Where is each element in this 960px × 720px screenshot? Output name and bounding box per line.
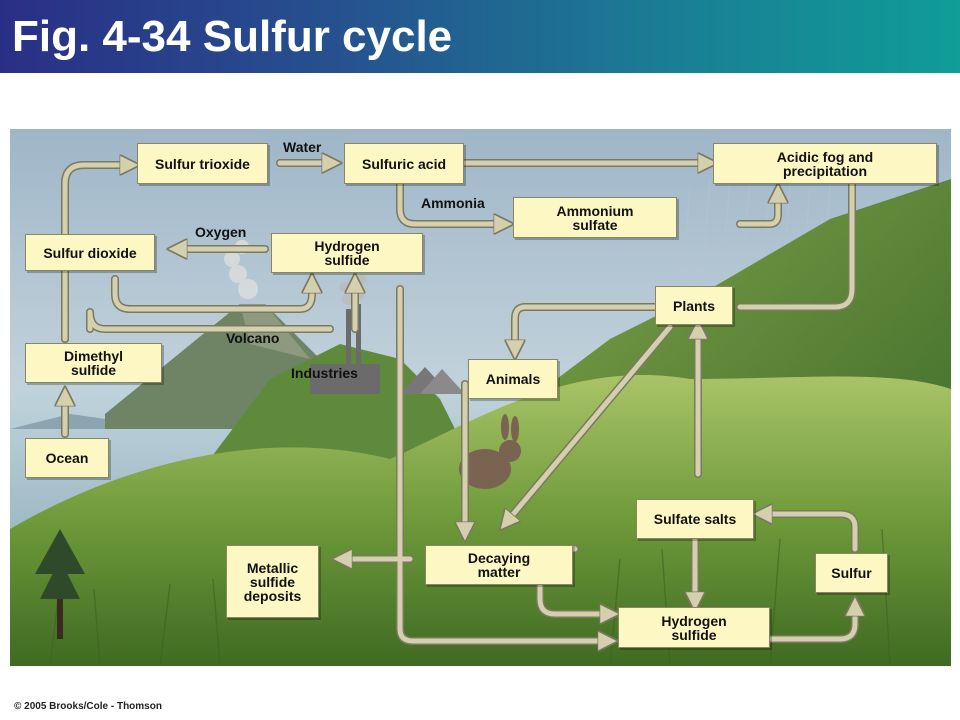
diagram-scene (10, 129, 951, 666)
dimethyl-sulfide-box: Dimethyl sulfide (25, 343, 162, 383)
plants-box: Plants (655, 286, 733, 325)
ammonium-sulfate-box: Ammonium sulfate (513, 197, 677, 238)
sulfur-box: Sulfur (815, 553, 888, 593)
oxygen-label: Oxygen (195, 224, 247, 240)
sulfuric-acid-box: Sulfuric acid (344, 143, 464, 184)
volcano-label: Volcano (226, 330, 280, 346)
scene-illustration (10, 129, 951, 666)
industries-label: Industries (291, 365, 358, 381)
decaying-matter-box: Decaying matter (425, 545, 573, 585)
sulfate-salts-box: Sulfate salts (636, 499, 754, 539)
sulfur-trioxide-box: Sulfur trioxide (137, 143, 268, 184)
hydrogen-sulfide-top-box: Hydrogen sulfide (271, 233, 423, 273)
metallic-sulfide-box: Metallic sulfide deposits (226, 545, 319, 618)
copyright-notice: © 2005 Brooks/Cole - Thomson (14, 701, 162, 712)
ocean-box: Ocean (25, 438, 109, 478)
water-label: Water (283, 139, 322, 155)
title-bar: Fig. 4-34 Sulfur cycle (0, 0, 960, 73)
hydrogen-sulfide-bottom-box: Hydrogen sulfide (618, 607, 770, 648)
ammonia-label: Ammonia (421, 195, 485, 211)
animals-box: Animals (468, 359, 558, 399)
sulfur-dioxide-box: Sulfur dioxide (25, 234, 155, 271)
acidic-fog-box: Acidic fog and precipitation (713, 143, 937, 184)
page-title: Fig. 4-34 Sulfur cycle (12, 12, 453, 61)
